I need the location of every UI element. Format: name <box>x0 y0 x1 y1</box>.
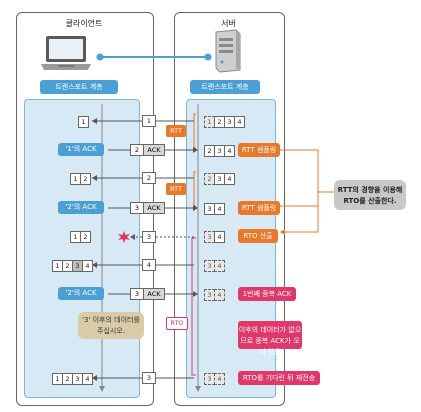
buffer-cell: 1 <box>78 116 89 128</box>
buffer-cell: 4 <box>234 116 245 128</box>
rtt-tag-2: RTT <box>166 183 186 195</box>
buffer-cell: 4 <box>214 203 225 215</box>
packet-loss-icon <box>118 231 130 243</box>
rtt-sampling-1: RTT 샘플링 <box>238 143 280 157</box>
no-more-dup-ack-label: 이후의 데이터가 없으므로 중복 ACK가 오지 않음 <box>238 321 302 356</box>
client-request-callout: '3' 이후의 데이터를 주십시오. <box>78 312 144 339</box>
buffer-cell: 2 <box>80 231 91 243</box>
server-title: 서버 <box>221 19 236 28</box>
retransmit-label: RTO를 기다린 뒤 재전송 <box>238 371 320 385</box>
buffer-cell: 4 <box>214 231 225 243</box>
client-buffer-row2: 1 2 <box>70 173 91 185</box>
server-buffer-row7: 3 4 <box>204 289 225 301</box>
laptop-icon <box>41 36 91 70</box>
client-buffer-row5: 1 2 3 4 <box>52 373 93 385</box>
rto-calc-label: RTO 산출 <box>238 229 278 243</box>
client-buffer-row1: 1 <box>78 116 89 128</box>
client-layer-label: 트랜스포트 계층 <box>40 80 118 94</box>
server-buffer-row2: 2 3 4 <box>204 145 235 157</box>
buffer-cell: 4 <box>82 260 93 272</box>
server-buffer-row8: 3 4 <box>204 373 225 385</box>
client-buffer-row4: 1 2 3 4 <box>52 260 93 272</box>
rto-estimate-note: RTT의 경향을 이용해 RTO를 산출한다. <box>334 180 406 210</box>
client-ack-2: '2'의 ACK <box>58 201 104 214</box>
client-buffer-row3: 1 2 <box>70 231 91 243</box>
rtt-sampling-2: RTT 샘플링 <box>238 201 280 215</box>
packet-1: 1 <box>142 115 156 127</box>
buffer-cell: 4 <box>82 373 93 385</box>
buffer-cell: 4 <box>224 173 235 185</box>
packet-3: 3 <box>142 231 156 243</box>
buffer-cell: 4 <box>214 373 225 385</box>
packet-2: 2 <box>142 172 156 184</box>
server-buffer-row6: 3 4 <box>204 260 225 272</box>
buffer-cell: 4 <box>214 289 225 301</box>
server-layer-label: 트랜스포트 계층 <box>190 80 260 94</box>
client-ack-1: '1'의 ACK <box>58 143 104 156</box>
buffer-cell: 4 <box>214 260 225 272</box>
server-buffer-row1: 1 2 3 4 <box>204 116 245 128</box>
rtt-tag-1: RTT <box>166 125 186 137</box>
server-icon <box>215 29 241 73</box>
network-link <box>96 53 212 61</box>
client-ack-2-dup: '2'의 ACK <box>58 287 104 300</box>
client-title: 클라이언트 <box>65 19 103 28</box>
rto-tag: RTO <box>166 317 188 330</box>
first-dup-ack-label: 1번째 중복 ACK <box>238 287 296 301</box>
server-buffer-row4: 3 4 <box>204 203 225 215</box>
packet-3-retransmit: 3 <box>142 372 156 384</box>
packet-4: 4 <box>142 259 156 271</box>
server-buffer-row5: 3 4 <box>204 231 225 243</box>
buffer-cell: 4 <box>224 145 235 157</box>
server-buffer-row3: 2 3 4 <box>204 173 235 185</box>
buffer-cell: 2 <box>80 173 91 185</box>
